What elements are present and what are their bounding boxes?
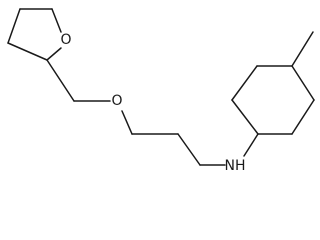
bond-r5-r6 [291,99,315,135]
bond-ch2-ch2-b [177,133,201,166]
ring-oxygen-label: O [60,32,71,48]
tetrahydrofuran-ring [7,8,62,61]
bond-ring-ch2 [46,59,75,102]
amine-label: NH [225,158,246,174]
ether-oxygen-label: O [111,93,122,109]
bond-r1-r2 [231,99,259,135]
bond-r4-r5 [291,65,315,101]
bond-r2-r3 [231,65,258,101]
bond-c3-o [51,8,62,33]
bond-c4-c1 [7,42,48,61]
ether-chain [46,59,226,166]
bond-nh-ring [243,133,259,157]
cyclohexane-ring [231,31,315,157]
chemical-structure-diagram: O O NH [7,8,315,174]
bond-ether-o-ch2 [121,110,133,135]
bond-o-c4 [46,47,62,61]
bond-c1-c2 [7,8,21,44]
bond-methyl [291,31,314,67]
